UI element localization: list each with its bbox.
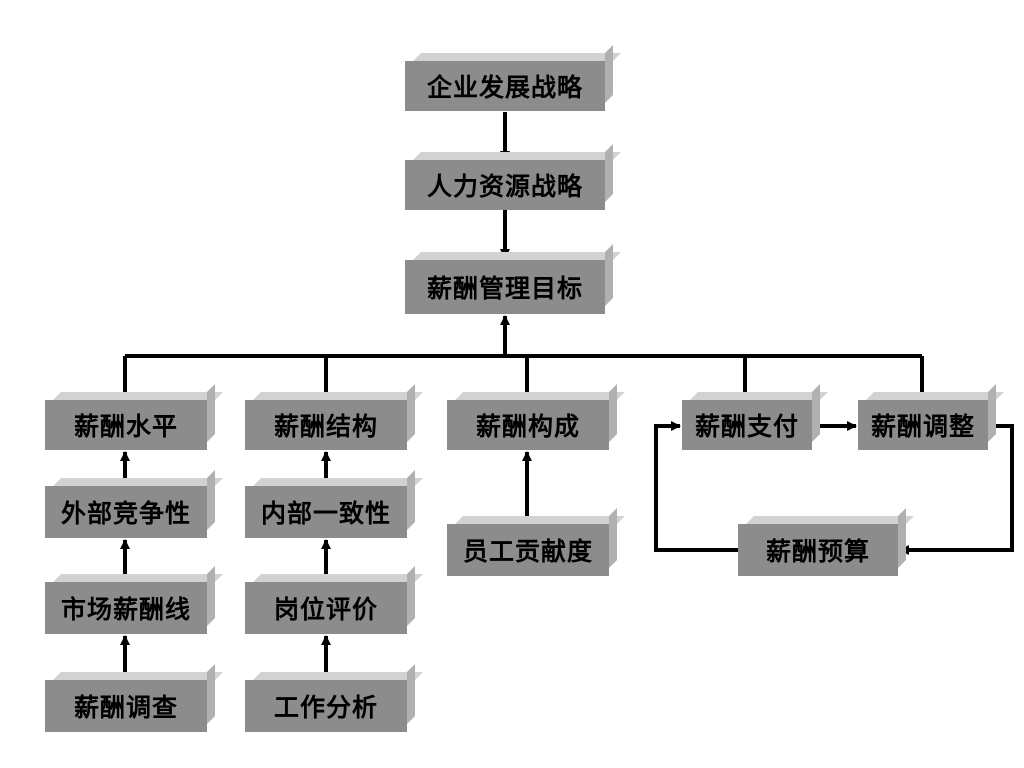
node-label: 外部竞争性: [60, 499, 191, 528]
node-label: 员工贡献度: [462, 537, 593, 566]
node-label: 薪酬调整: [870, 412, 975, 441]
node-label: 岗位评价: [273, 595, 378, 624]
node-external-competitiveness: 外部竞争性: [45, 486, 207, 538]
arrow-adjustment-to-budget: [899, 424, 1014, 555]
node-label: 内部一致性: [260, 499, 391, 528]
node-label: 薪酬管理目标: [426, 274, 583, 303]
node-label: 薪酬调查: [73, 693, 178, 722]
node-label: 薪酬支付: [694, 412, 799, 441]
node-pay-level: 薪酬水平: [45, 400, 207, 450]
arrow-budget-to-payment: [654, 421, 738, 552]
node-internal-consistency: 内部一致性: [245, 486, 407, 538]
node-hr-strategy: 人力资源战略: [405, 160, 605, 210]
node-pay-adjustment: 薪酬调整: [858, 400, 988, 450]
node-market-pay-line: 市场薪酬线: [45, 582, 207, 634]
node-job-analysis: 工作分析: [245, 680, 407, 732]
node-employee-contribution: 员工贡献度: [447, 524, 609, 576]
node-label: 薪酬预算: [765, 537, 870, 566]
node-label: 企业发展战略: [426, 73, 583, 102]
node-label: 薪酬构成: [475, 412, 580, 441]
node-pay-survey: 薪酬调查: [45, 680, 207, 732]
node-pay-budget: 薪酬预算: [738, 524, 898, 576]
node-label: 市场薪酬线: [60, 595, 191, 624]
node-pay-structure: 薪酬结构: [245, 400, 407, 450]
node-job-evaluation: 岗位评价: [245, 582, 407, 634]
node-label: 工作分析: [273, 693, 378, 722]
node-pay-payment: 薪酬支付: [682, 400, 812, 450]
node-compensation-goal: 薪酬管理目标: [405, 260, 605, 314]
node-label: 薪酬结构: [273, 412, 378, 441]
node-label: 薪酬水平: [73, 412, 178, 441]
node-corporate-strategy: 企业发展战略: [405, 61, 605, 111]
node-label: 人力资源战略: [426, 172, 583, 201]
node-pay-composition: 薪酬构成: [447, 400, 609, 450]
